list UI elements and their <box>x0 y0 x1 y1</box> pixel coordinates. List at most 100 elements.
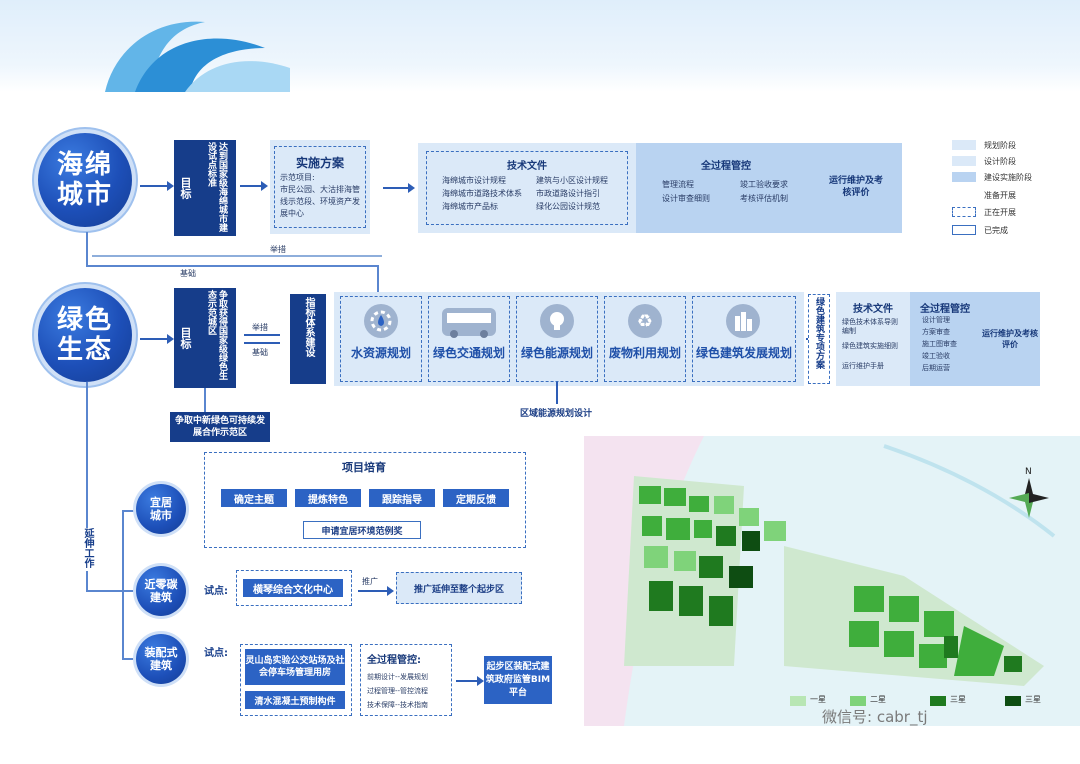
green-tech-box: 技术文件 绿色技术体系导则编制 绿色建筑实施细则 运行维护手册 <box>836 292 910 386</box>
basis-link-label: 基础 <box>180 269 196 278</box>
legend-swatch <box>952 156 976 166</box>
feedback-button[interactable]: 定期反馈 <box>443 489 509 507</box>
nearzero-box2: 推广延伸至整个起步区 <box>396 572 522 604</box>
sponge-mgmt-box: 全过程管控 管理流程 设计审查细则 竣工验收要求 考核评估机制 运行维护及考核评… <box>636 143 902 233</box>
livable-title: 项目培育 <box>342 461 386 474</box>
wave-logo-icon <box>105 21 290 92</box>
green-strive-box: 争取中新绿色可持续发展合作示范区 <box>170 412 270 442</box>
prefab-mgmt-title: 全过程管控: <box>367 655 421 666</box>
transport-card: 绿色交通规划 <box>428 296 510 382</box>
tech-item: 海绵城市产品标 <box>442 202 498 211</box>
two-way-arrow <box>244 342 280 344</box>
arrow <box>456 676 484 686</box>
nearzero-box1: 横琴综合文化中心 <box>243 579 343 597</box>
mgmt-item: 竣工验收要求 <box>740 180 788 189</box>
measure-label: 举措 <box>252 323 268 332</box>
green-index-label: 指标体系建设 <box>290 294 326 384</box>
sponge-impl-sub: 示范项目: <box>280 173 315 182</box>
mgmt-item: 过程管理--管控流程 <box>367 687 429 695</box>
card-label: 绿色能源规划 <box>520 346 593 360</box>
extend-work-label: 延伸工作 <box>80 528 94 571</box>
livable-panel: 项目培育 确定主题 提炼特色 跟踪指导 定期反馈 申请宜居环境范例奖 <box>204 452 526 548</box>
bim-platform-box: 起步区装配式建筑政府监管BIM平台 <box>484 656 552 704</box>
map-legend-label: 三星 <box>1025 695 1041 704</box>
green-plan-label: 绿色建筑专项方案 <box>808 294 830 384</box>
arrow <box>240 181 268 191</box>
two-way-arrow <box>244 334 280 336</box>
green-tech-title: 技术文件 <box>853 304 893 315</box>
connector <box>377 265 379 295</box>
connector <box>122 510 124 658</box>
phase-legend: 规划阶段 设计阶段 建设实施阶段 准备开展 正在开展 已完成 <box>952 140 1062 240</box>
arrow <box>140 181 174 191</box>
tech-item: 绿色建筑实施细则 <box>842 342 898 350</box>
nearzero-pilot-label: 试点: <box>204 586 228 597</box>
tech-item: 建筑与小区设计规程 <box>536 176 608 185</box>
tech-item: 绿化公园设计规范 <box>536 202 600 211</box>
energy-sub-label: 区域能源规划设计 <box>520 409 593 419</box>
green-eco-label: 绿色生态 <box>56 305 113 365</box>
theme-button[interactable]: 确定主题 <box>221 489 287 507</box>
green-mgmt-box: 全过程管控 设计管理 方案审查 施工图审查 竣工验收 后期运营 运行维护及考核评… <box>910 292 1040 386</box>
building-icon <box>726 304 760 338</box>
legend-label: 规划阶段 <box>984 141 1016 150</box>
mgmt-item: 竣工验收 <box>922 352 950 360</box>
card-label: 绿色建筑发展规划 <box>695 346 792 360</box>
connector <box>122 590 136 592</box>
near-zero-circle: 近零碳建筑 <box>136 566 186 616</box>
mgmt-item: 后期运营 <box>922 364 950 372</box>
prefab-box2: 清水混凝土预制构件 <box>245 691 345 709</box>
card-label: 废物利用规划 <box>608 346 681 360</box>
watermark: 微信号: cabr_tj <box>822 708 928 726</box>
bulb-icon <box>540 304 574 338</box>
building-card: 绿色建筑发展规划 <box>692 296 796 382</box>
prefab-pilot-frame: 灵山岛实验公交站场及社会停车场管理用房 清水混凝土预制构件 <box>240 644 352 716</box>
tech-item: 绿色技术体系导则编制 <box>842 318 898 335</box>
energy-card: 绿色能源规划 <box>516 296 598 382</box>
legend-label: 已完成 <box>984 226 1008 235</box>
tech-item: 海绵城市道路技术体系 <box>442 189 522 198</box>
compass-icon <box>1009 478 1049 518</box>
basis-label: 基础 <box>252 348 268 357</box>
card-label: 水资源规划 <box>350 346 411 360</box>
legend-swatch <box>952 140 976 150</box>
sponge-tech-title: 技术文件 <box>507 161 547 172</box>
water-gear-icon <box>364 304 398 338</box>
sponge-impl-box: 实施方案 示范项目: 市民公园、大沽排海管线示范段、环境资产发展中心 <box>270 140 370 234</box>
legend-swatch <box>952 190 976 200</box>
legend-label: 正在开展 <box>984 208 1016 217</box>
mgmt-item: 前期设计--发展规划 <box>367 673 429 681</box>
guide-button[interactable]: 跟踪指导 <box>369 489 435 507</box>
green-ops-label: 运行维护及考核评价 <box>982 329 1038 349</box>
map-legend-label: 三星 <box>950 695 966 704</box>
promote-label: 推广 <box>362 577 378 586</box>
green-goal-text: 争取获得国家级绿色生态示范城区 <box>196 288 236 388</box>
map-legend: 一星 二星 三星 三星 <box>790 694 1060 708</box>
prefab-circle: 装配式建筑 <box>136 634 186 684</box>
livable-city-circle: 宜居城市 <box>136 484 186 534</box>
mgmt-item: 设计审查细则 <box>662 194 710 203</box>
mgmt-item: 方案审查 <box>922 328 950 336</box>
feature-button[interactable]: 提炼特色 <box>295 489 361 507</box>
nearzero-box1-frame: 横琴综合文化中心 <box>236 570 352 606</box>
water-card: 水资源规划 <box>340 296 422 382</box>
connector <box>92 255 382 257</box>
bus-icon <box>442 308 496 338</box>
mgmt-item: 管理流程 <box>662 180 694 189</box>
legend-swatch <box>850 696 866 706</box>
sponge-impl-desc: 市民公园、大沽排海管线示范段、环境资产发展中心 <box>280 185 360 218</box>
tech-item: 运行维护手册 <box>842 362 884 370</box>
sponge-city-circle: 海绵城市 <box>38 133 132 227</box>
arrow <box>358 586 394 596</box>
connector <box>204 388 206 412</box>
connector <box>122 510 136 512</box>
map-legend-label: 一星 <box>810 695 826 704</box>
connector <box>86 265 378 267</box>
mgmt-item: 考核评估机制 <box>740 194 788 203</box>
north-label: N <box>1025 467 1032 477</box>
card-label: 绿色交通规划 <box>432 346 505 360</box>
green-mgmt-title: 全过程管控 <box>920 304 970 315</box>
prefab-pilot-label: 试点: <box>204 648 228 659</box>
tech-item: 海绵城市设计规程 <box>442 176 506 185</box>
legend-swatch <box>952 225 976 235</box>
